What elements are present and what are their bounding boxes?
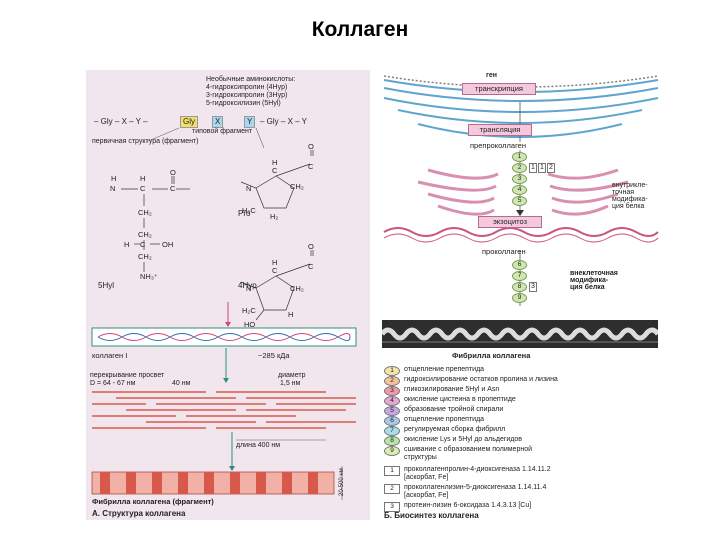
sequence-gly-box: Gly: [180, 116, 198, 128]
unusual-item: 3-гидроксипролин (3Hyp): [206, 92, 288, 99]
legend-text: окисление цистеина в пропептиде: [404, 396, 516, 403]
legend-row: 5 образование тройной спирали: [384, 406, 659, 416]
legend-row: 8 окисление Lys и 5Hyl до альдегидов: [384, 436, 659, 446]
sequence-start: – Gly – X – Y –: [94, 117, 148, 126]
extracellular-label: модифика-: [570, 277, 609, 284]
step-badge: 8: [512, 282, 527, 292]
step-badge: 9: [512, 293, 527, 303]
fibril-caption: Фибрилла коллагена: [452, 351, 531, 360]
sequence-end: – Gly – X – Y: [260, 117, 307, 126]
legend-badge: 7: [384, 426, 400, 436]
unusual-header: Необычные аминокислоты:: [206, 76, 296, 83]
transcription-box: транскрипция: [462, 83, 536, 95]
preprocollagen-label: препроколлаген: [470, 141, 526, 150]
gene-label: ген: [486, 72, 498, 79]
enzyme-badge: 2: [384, 484, 400, 494]
legend-text: образование тройной спирали: [404, 406, 504, 413]
step-badge: 3: [512, 174, 527, 184]
sequence-y-box: Y: [244, 116, 256, 128]
d-period-label: D = 64 - 67 нм: [90, 380, 136, 387]
chemical-structures-drawing: [121, 127, 314, 321]
diameter-label: диаметр: [278, 372, 306, 379]
legend-text: гликозилирование 5Hyl и Asn: [404, 386, 500, 393]
enzyme-cofactor: [аскорбат, Fe]: [404, 474, 449, 481]
enzyme-name: проколлагенлизин-5-диоксигеназа 1.14.11.…: [404, 484, 547, 491]
extracellular-label: ция белка: [570, 284, 605, 291]
legend-row: 6 отщепление пропептида: [384, 416, 659, 426]
legend-row: 7 регулируемая сборка фибрилл: [384, 426, 659, 436]
translation-box: трансляция: [468, 124, 532, 136]
diameter-value: 1,5 нм: [280, 380, 301, 387]
enzyme-tag: 2: [547, 163, 555, 173]
legend-badge: 6: [384, 416, 400, 426]
legend-text: отщепление препептида: [404, 366, 485, 373]
typical-fragment-label: типовой фрагмент: [192, 128, 253, 135]
enzyme-tag: 1: [538, 163, 546, 173]
length-label: длина 400 нм: [236, 442, 281, 449]
enzyme-row: 3 протеин-лизин 6-оксидаза 1.4.3.13 [Cu]: [384, 502, 659, 512]
exocytosis-box: экзоцитоз: [478, 216, 542, 228]
legend-row: 2 гидроксилирование остатков пролина и л…: [384, 376, 659, 386]
legend-badge: 3: [384, 386, 400, 396]
legend-badge: 1: [384, 366, 400, 376]
enzyme-row: 1 проколлагенпролин-4-диоксигеназа 1.14.…: [384, 466, 659, 484]
legend-row: 1 отщепление препептида: [384, 366, 659, 376]
legend-badge: 5: [384, 406, 400, 416]
enzyme-row: 2 проколлагенлизин-5-диоксигеназа 1.14.1…: [384, 484, 659, 502]
enzyme-badge: 3: [384, 502, 400, 512]
hyp-label: 4Hyp: [238, 281, 257, 290]
enzyme-name: проколлагенпролин-4-диоксигеназа 1.14.11…: [404, 466, 551, 473]
section-a-title: А. Структура коллагена: [92, 509, 186, 518]
intracellular-label: модифика-: [612, 196, 648, 203]
step-badge: 2: [512, 163, 527, 173]
step-badge: 1: [512, 152, 527, 162]
overlap-label: перекрывание просвет: [90, 372, 165, 379]
legend-row: 3 гликозилирование 5Hyl и Asn: [384, 386, 659, 396]
legend-text: регулируемая сборка фибрилл: [404, 426, 506, 433]
legend-badge: 9: [384, 446, 400, 456]
intracellular-label: ция белка: [612, 203, 645, 210]
legend-row: 4 окисление цистеина в пропептиде: [384, 396, 659, 406]
staggered-molecules-drawing: [91, 391, 356, 500]
triple-helix-drawing: [91, 302, 357, 383]
enzyme-name: протеин-лизин 6-оксидаза 1.4.3.13 [Cu]: [404, 502, 532, 509]
panel-collagen-structure: Необычные аминокислоты: 4-гидроксипролин…: [86, 70, 370, 520]
fibril-width-label: 20-500 нм: [339, 468, 345, 496]
figure-page: Необычные аминокислоты: 4-гидроксипролин…: [82, 68, 664, 522]
procollagen-label: проколлаген: [482, 247, 526, 256]
hyl-label: 5Hyl: [98, 281, 115, 290]
step-badge: 5: [512, 196, 527, 206]
fibril-fragment-label: Фибрилла коллагена (фрагмент): [92, 497, 214, 506]
legend-text: гидроксилирование остатков пролина и лиз…: [404, 376, 558, 383]
mass-label: ~285 кДа: [258, 351, 290, 360]
legend-badge: 2: [384, 376, 400, 386]
enzyme-tag: 1: [529, 163, 537, 173]
legend-text: окисление Lys и 5Hyl до альдегидов: [404, 436, 523, 443]
pro-label: Pro: [238, 209, 251, 218]
section-b-title: Б. Биосинтез коллагена: [384, 511, 479, 520]
step-badge: 4: [512, 185, 527, 195]
enzyme-cofactor: [аскорбат, Fe]: [404, 492, 449, 499]
legend-badge: 8: [384, 436, 400, 446]
sequence-x-box: X: [212, 116, 224, 128]
legend-row: 9 сшивание с образованием полимерной стр…: [384, 446, 659, 464]
enzyme-tag: 3: [529, 282, 537, 292]
slide-title: Коллаген: [311, 18, 409, 41]
legend-badge: 4: [384, 396, 400, 406]
intracellular-label: внутрикле-: [612, 182, 648, 189]
extracellular-label: внеклеточная: [570, 270, 618, 277]
step-badge: 7: [512, 271, 527, 281]
fibril-micrograph: [382, 320, 658, 348]
gap-label: 40 нм: [172, 380, 191, 387]
step-badge: 6: [512, 260, 527, 270]
panel-collagen-biosynthesis: ген транскрипция трансляция препроколлаг…: [378, 70, 662, 520]
unusual-item: 5-гидроксилизин (5Hyl): [206, 100, 281, 107]
intracellular-label: точная: [612, 189, 635, 196]
legend-text: отщепление пропептида: [404, 416, 485, 423]
enzyme-badge: 1: [384, 466, 400, 476]
primary-structure-label: первичная структура (фрагмент): [92, 138, 199, 145]
collagen-type-label: коллаген I: [92, 351, 128, 360]
legend-text: сшивание с образованием полимерной струк…: [404, 446, 533, 461]
unusual-item: 4-гидроксипролин (4Hyp): [206, 84, 288, 91]
